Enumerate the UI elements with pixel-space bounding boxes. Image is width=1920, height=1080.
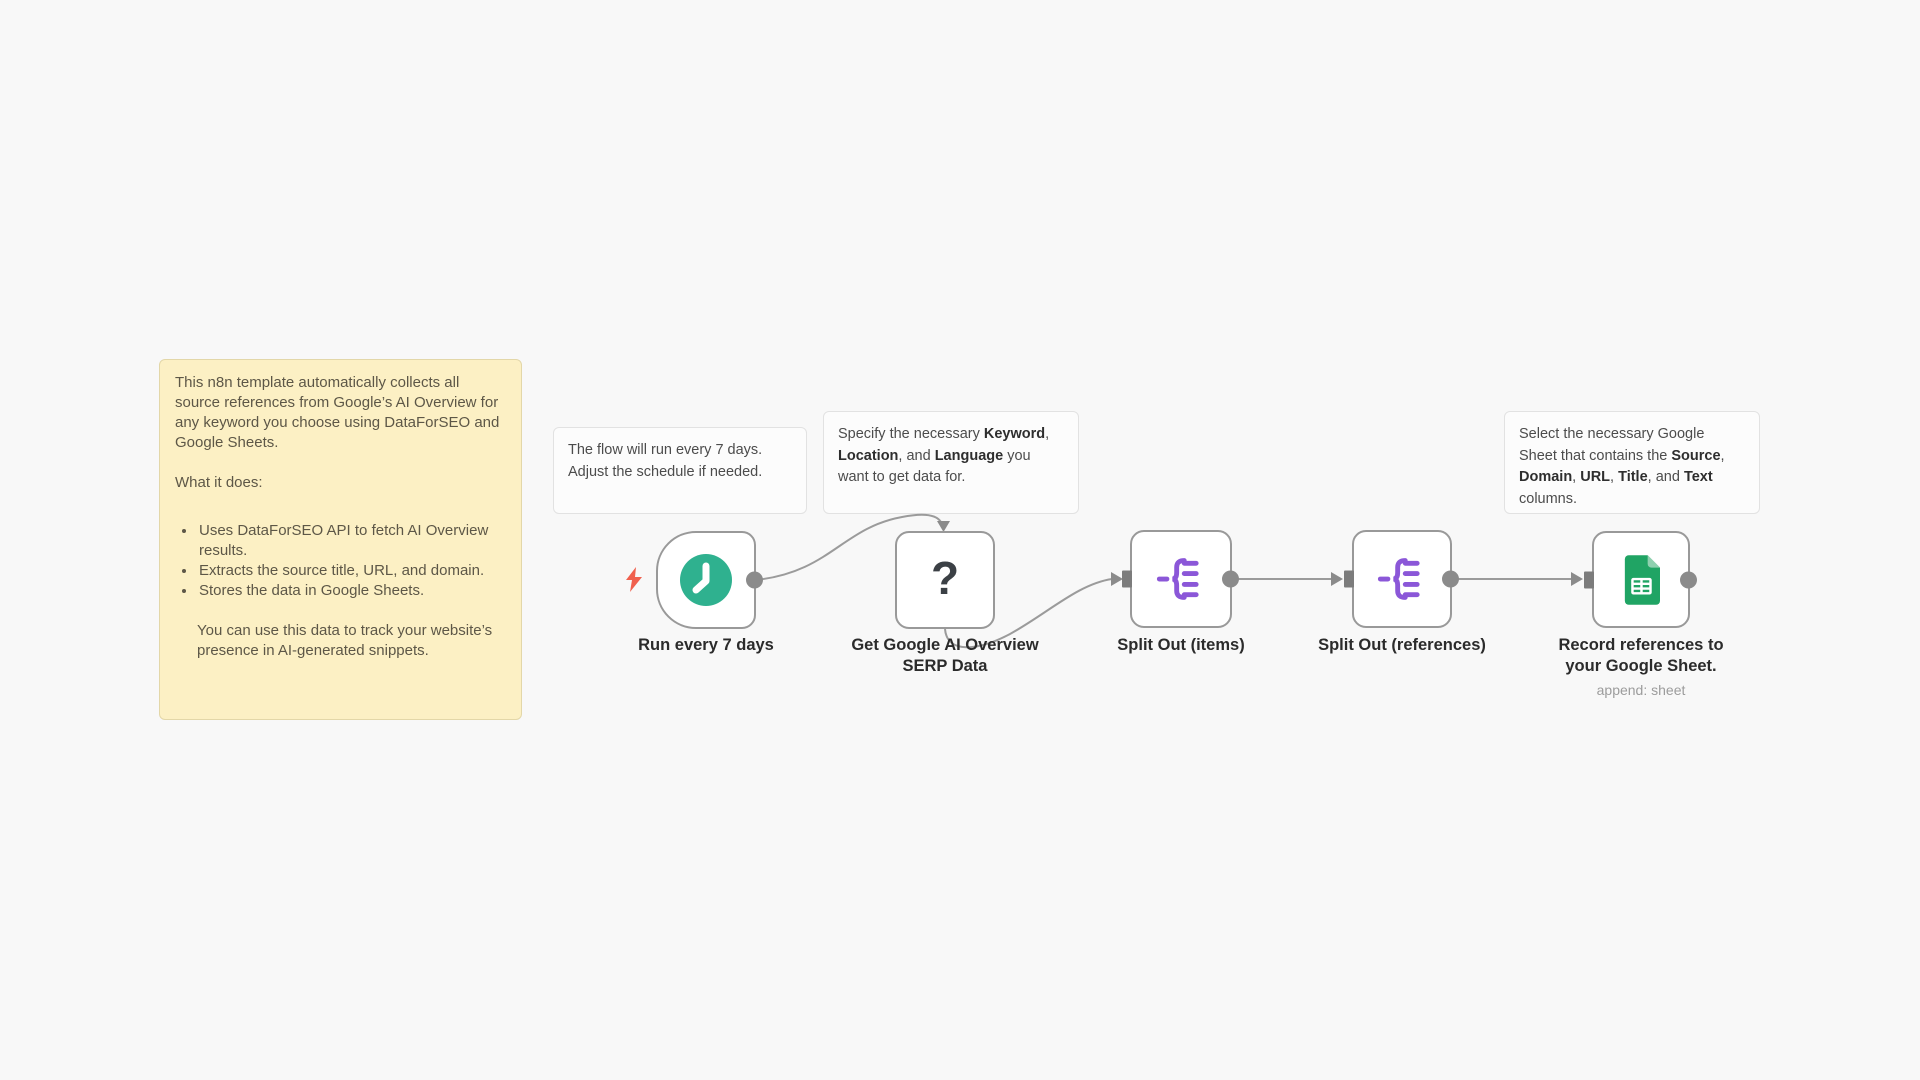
node-split-out-items[interactable] — [1122, 530, 1239, 628]
output-port[interactable] — [746, 571, 763, 589]
split-out-icon — [1156, 558, 1199, 600]
sticky-footer-text: You can use this data to track your webs… — [197, 622, 493, 659]
sticky-note-serp[interactable]: Specify the necessary Keyword, Location,… — [823, 411, 1079, 514]
sticky-bullet-list: Uses DataForSEO API to fetch AI Overview… — [175, 521, 506, 601]
input-port[interactable] — [1584, 571, 1594, 588]
sticky-heading: What it does: — [175, 474, 263, 491]
sticky-bullet-item: Uses DataForSEO API to fetch AI Overview… — [197, 521, 506, 561]
node-label-sheets: Record references to your Google Sheet. … — [1501, 635, 1781, 701]
node-split-out-references[interactable] — [1344, 530, 1459, 628]
node-schedule-trigger[interactable] — [656, 531, 763, 629]
wire-arrow-into-split-items — [1111, 572, 1123, 586]
sticky-note-description[interactable]: This n8n template automatically collects… — [159, 359, 522, 720]
google-sheets-icon — [1624, 554, 1660, 605]
wire-arrow-into-sheets — [1571, 572, 1583, 586]
output-port[interactable] — [1680, 571, 1697, 588]
note-serp-text: Specify the necessary Keyword, Location,… — [838, 426, 1050, 485]
split-out-icon — [1377, 558, 1420, 600]
output-port[interactable] — [1442, 570, 1459, 588]
sticky-intro-text: This n8n template automatically collects… — [175, 374, 500, 451]
wire-arrow-into-serp-top — [937, 521, 950, 532]
node-label-serp: Get Google AI Overview SERP Data — [851, 636, 1039, 675]
node-sublabel-sheets: append: sheet — [1596, 682, 1686, 698]
note-sheets-text: Select the necessary Google Sheet that c… — [1519, 426, 1725, 507]
note-schedule-text: The flow will run every 7 days. Adjust t… — [568, 442, 763, 480]
node-label-split-references: Split Out (references) — [1318, 636, 1486, 654]
node-label-schedule: Run every 7 days — [638, 636, 774, 654]
sticky-note-sheets[interactable]: Select the necessary Google Sheet that c… — [1504, 411, 1760, 514]
output-port[interactable] — [1222, 570, 1239, 588]
clock-icon — [680, 554, 732, 606]
question-mark-icon: ? — [930, 552, 960, 604]
node-label-split-items: Split Out (items) — [1117, 636, 1245, 654]
lightning-bolt-icon — [626, 567, 642, 592]
input-port[interactable] — [1344, 570, 1354, 588]
wire-arrow-into-split-references — [1331, 572, 1343, 586]
wire-serp-to-split-items — [944, 578, 1113, 649]
node-serp-request[interactable]: ? — [895, 531, 995, 629]
sticky-bullet-item: Stores the data in Google Sheets. — [197, 581, 506, 601]
node-google-sheets[interactable] — [1584, 531, 1697, 628]
wire-schedule-to-serp — [755, 513, 942, 581]
sticky-bullet-item: Extracts the source title, URL, and doma… — [197, 561, 506, 581]
sticky-note-schedule[interactable]: The flow will run every 7 days. Adjust t… — [553, 427, 807, 514]
input-port[interactable] — [1122, 570, 1132, 588]
